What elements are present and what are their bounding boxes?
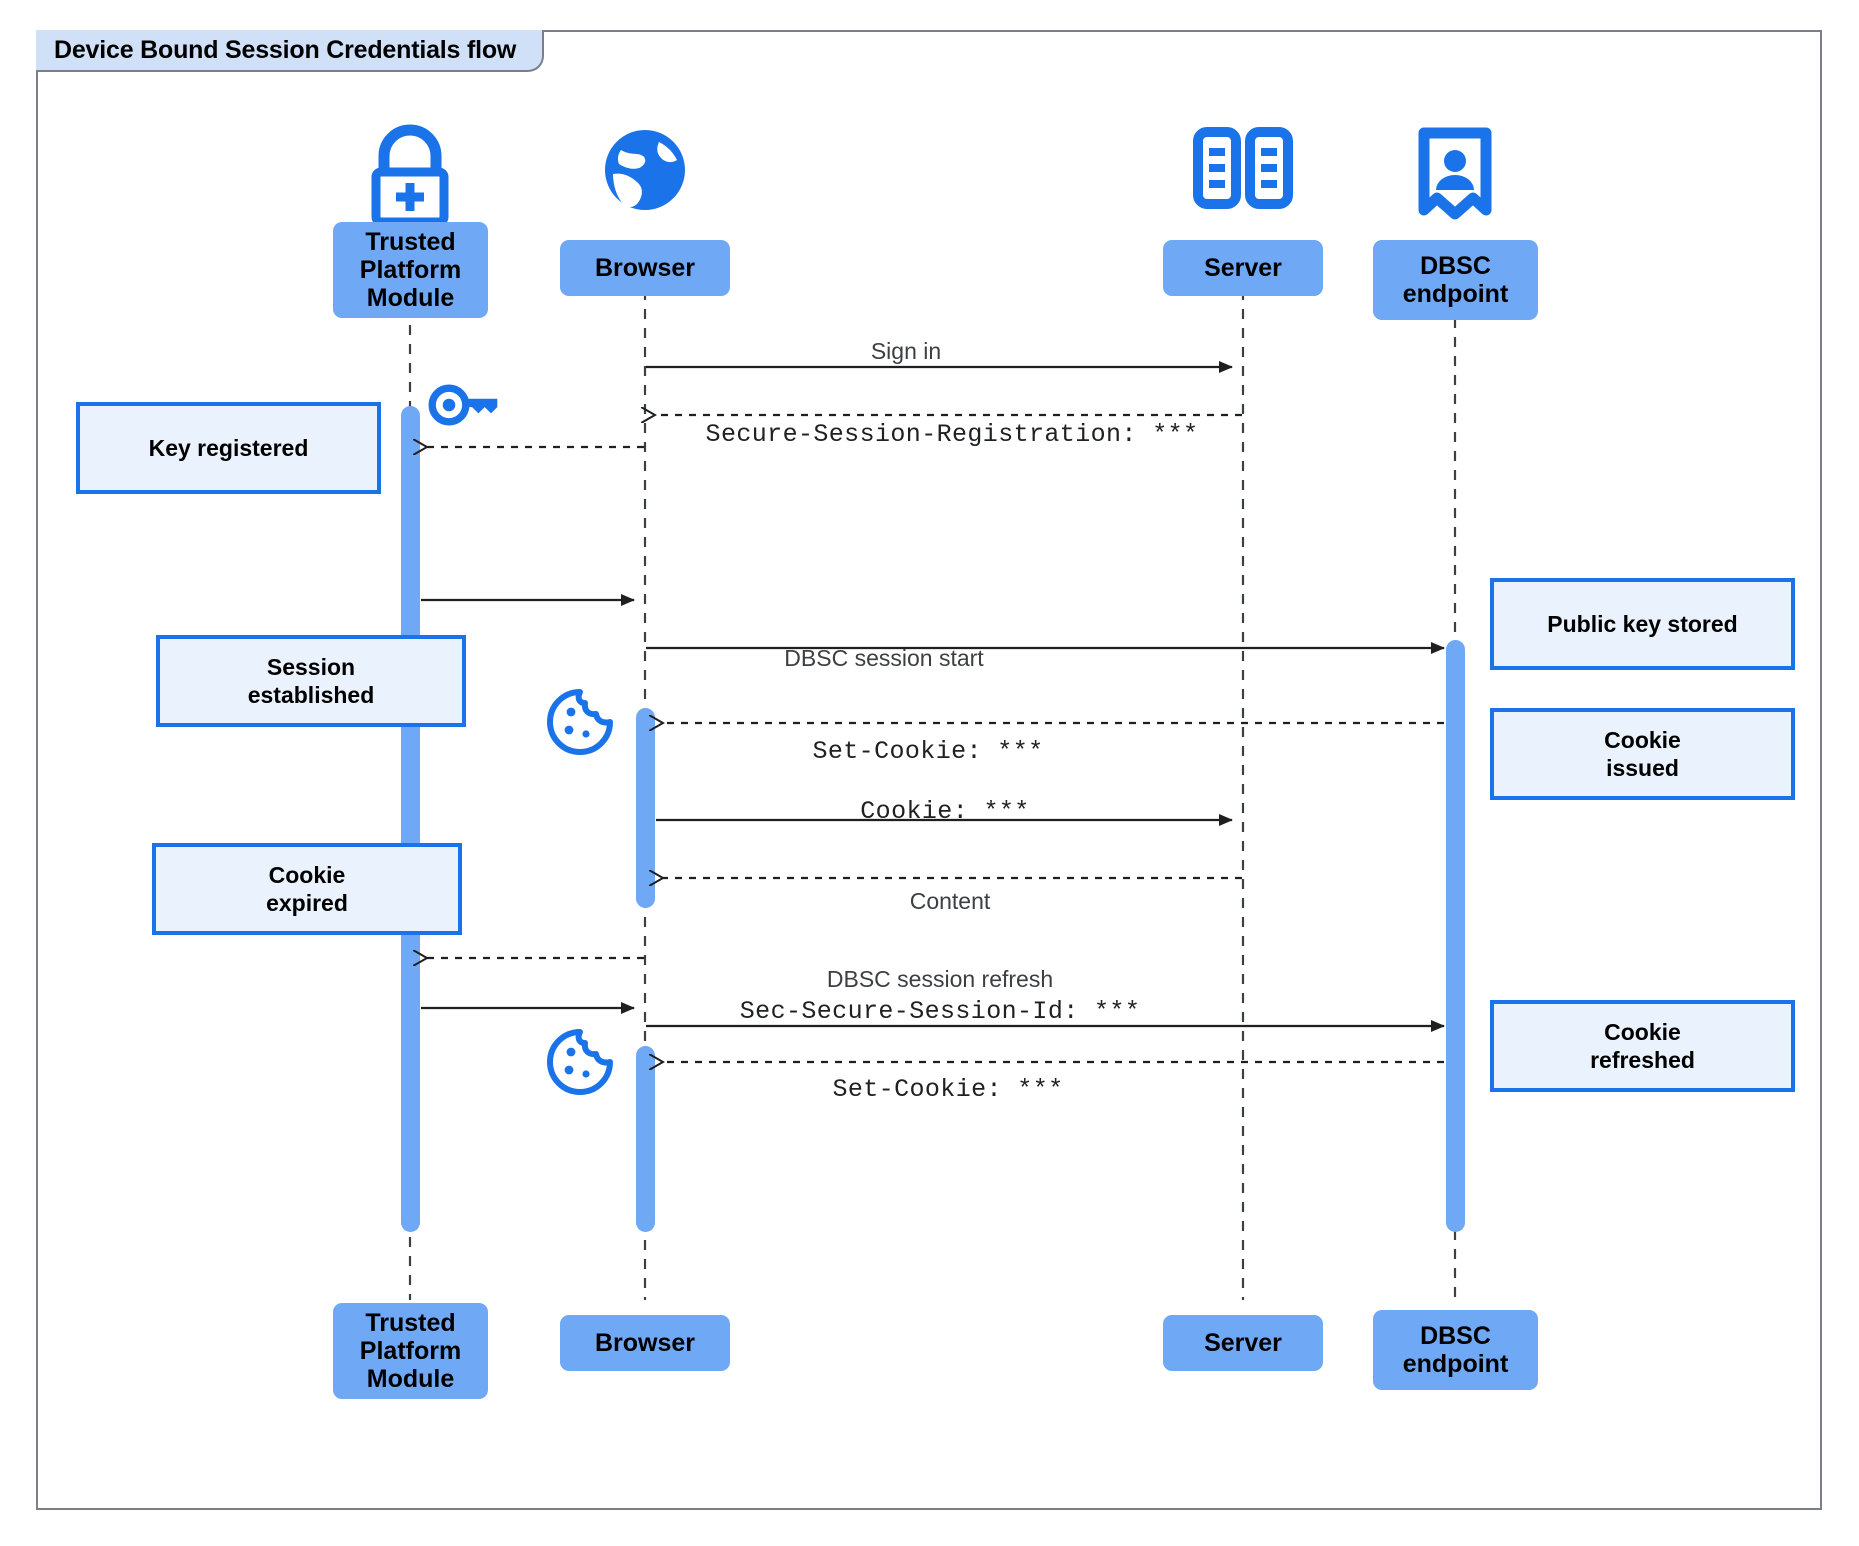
message-label-dbsc-session-refresh: DBSC session refresh (826, 966, 1054, 992)
message-label-sign-in: Sign in (870, 338, 942, 364)
note-cookie-issued: Cookie issued (1490, 708, 1795, 800)
note-text: Cookie issued (1604, 726, 1681, 781)
participant-label: Server (1204, 253, 1282, 282)
message-label-set-cookie-2: Set-Cookie: *** (832, 1075, 1064, 1104)
participant-browser-top[interactable]: Browser (560, 240, 730, 296)
note-cookie-expired: Cookie expired (152, 843, 462, 935)
note-text: Key registered (148, 434, 309, 461)
participant-dbsc-bottom[interactable]: DBSC endpoint (1373, 1310, 1538, 1390)
note-text: Cookie expired (266, 861, 348, 916)
participant-tpm-bottom[interactable]: Trusted Platform Module (333, 1303, 488, 1399)
note-text: Public key stored (1547, 610, 1738, 637)
diagram-frame-title-tab: Device Bound Session Credentials flow (36, 30, 545, 72)
participant-label: DBSC endpoint (1402, 1321, 1509, 1378)
participant-server-top[interactable]: Server (1163, 240, 1323, 296)
note-key-registered: Key registered (76, 402, 381, 494)
message-label-set-cookie-1: Set-Cookie: *** (812, 737, 1044, 766)
note-cookie-refreshed: Cookie refreshed (1490, 1000, 1795, 1092)
message-label-dbsc-session-start: DBSC session start (784, 645, 984, 671)
diagram-title: Device Bound Session Credentials flow (54, 35, 517, 64)
message-label-cookie: Cookie: *** (860, 797, 1030, 826)
participant-label: Trusted Platform Module (359, 227, 462, 313)
note-text: Cookie refreshed (1590, 1018, 1695, 1073)
participant-server-bottom[interactable]: Server (1163, 1315, 1323, 1371)
participant-label: Server (1204, 1328, 1282, 1357)
participant-browser-bottom[interactable]: Browser (560, 1315, 730, 1371)
participant-label: Browser (594, 253, 696, 282)
participant-label: DBSC endpoint (1402, 251, 1509, 308)
message-label-secure-session-registration: Secure-Session-Registration: *** (705, 420, 1199, 449)
participant-tpm-top[interactable]: Trusted Platform Module (333, 222, 488, 318)
message-label-content: Content (909, 888, 991, 914)
participant-label: Browser (594, 1328, 696, 1357)
note-session-established: Session established (156, 635, 466, 727)
participant-label: Trusted Platform Module (359, 1308, 462, 1394)
note-text: Session established (247, 653, 375, 708)
note-public-key-stored: Public key stored (1490, 578, 1795, 670)
message-label-sec-secure-session-id: Sec-Secure-Session-Id: *** (739, 997, 1141, 1026)
participant-dbsc-top[interactable]: DBSC endpoint (1373, 240, 1538, 320)
